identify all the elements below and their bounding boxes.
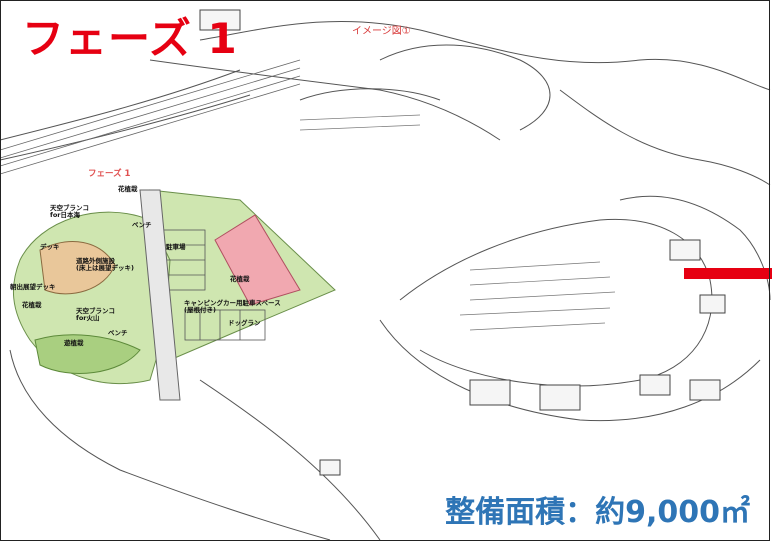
label-phase: フェーズ 1 (88, 169, 131, 179)
label-flower4: 花植栽 (22, 301, 42, 309)
phase-title: フェーズ 1 (22, 14, 238, 63)
label-deck: デッキ (40, 243, 60, 251)
label-bench1: ベンチ (132, 221, 152, 229)
label-bench2: ベンチ (108, 329, 128, 337)
label-walkway: 道路外側施設 (床上は展望デッキ) (76, 257, 134, 273)
image-caption: イメージ図① (352, 26, 411, 37)
label-flower2: 花植栽 (230, 275, 250, 283)
area-summary: 整備面積：約9,000㎡ (445, 495, 750, 530)
label-parking: 駐車場 (166, 243, 186, 251)
label-flower1: 花植栽 (118, 185, 138, 193)
label-swing-mt: 天空ブランコ for火山 (76, 307, 115, 323)
label-sunrise-deck: 朝出展望デッキ (10, 283, 56, 291)
label-swing-sea: 天空ブランコ for日本海 (50, 204, 89, 220)
label-camper: キャンピングカー用駐車スペース (屋根付き) (184, 299, 281, 315)
marker-bar (684, 268, 772, 279)
sand-area (39, 241, 116, 295)
label-dogrun: ドッグラン (228, 319, 261, 327)
label-flower3: 遊植栽 (64, 339, 84, 347)
flowerbed (214, 214, 301, 306)
